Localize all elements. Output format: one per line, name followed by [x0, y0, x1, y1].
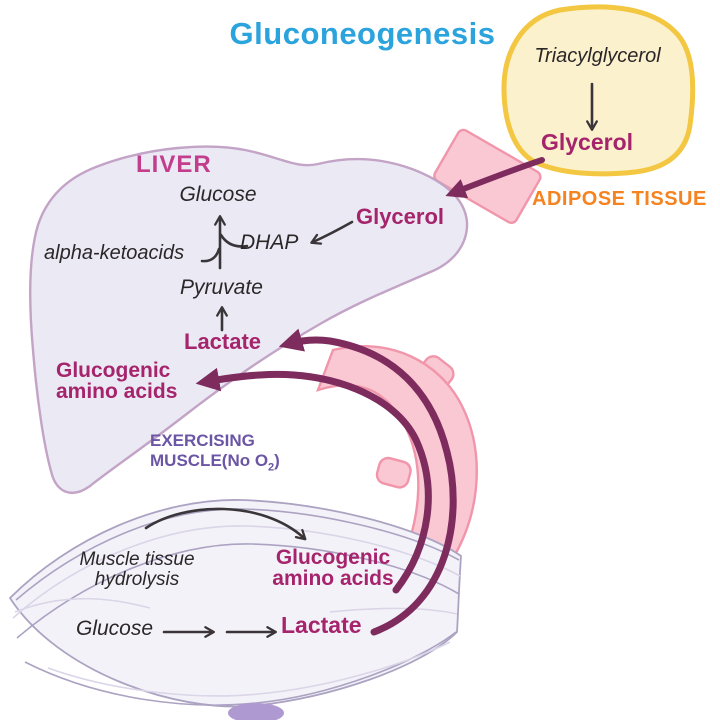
molecule-glucose-liver: Glucose	[179, 183, 257, 206]
arrow-glycerol-to-dhap	[310, 220, 354, 245]
glucogenic-muscle-line2: amino acids	[272, 567, 394, 590]
adipose-shape	[501, 4, 696, 177]
glucogenic-liver-line2: amino acids	[56, 380, 178, 403]
adipose-tissue-label: ADIPOSE TISSUE	[532, 188, 707, 210]
hydrolysis-line1: Muscle tissue	[79, 549, 195, 570]
molecule-dhap: DHAP	[240, 231, 299, 254]
muscle-label-line2-pre: MUSCLE(No O	[150, 451, 269, 470]
hydrolysis-line2: hydrolysis	[94, 569, 180, 590]
molecule-lactate-liver: Lactate	[184, 329, 262, 354]
liver-shape	[28, 145, 469, 494]
molecule-glycerol-adipose: Glycerol	[540, 129, 634, 155]
arrow-branch-dhap	[219, 233, 249, 248]
diagram-title: Gluconeogenesis	[229, 16, 496, 51]
molecule-glycerol-liver: Glycerol	[355, 204, 445, 229]
molecule-alpha-ketoacids: alpha-ketoacids	[44, 242, 185, 264]
arrow-muscle-aminoacids-to-liver	[195, 367, 432, 594]
muscle-label: EXERCISING MUSCLE(No O2)	[150, 431, 280, 477]
muscle-label-line1: EXERCISING	[150, 431, 255, 450]
process-muscle-hydrolysis: Muscle tissue hydrolysis	[57, 550, 217, 590]
blood-vessel-adipose	[433, 128, 542, 224]
muscle-tendon-blob	[228, 703, 284, 720]
molecule-lactate-muscle: Lactate	[281, 612, 362, 638]
molecule-glucogenic-liver: Glucogenic amino acids	[56, 360, 177, 402]
arrow-muscle-lactate-to-liver	[278, 328, 457, 636]
arrow-hydrolysis-to-aminoacids	[144, 507, 307, 541]
muscle-label-line2-post: )	[274, 451, 280, 470]
arrow-adipose-glycerol-to-liver	[445, 157, 545, 199]
molecule-glucogenic-muscle: Glucogenic amino acids	[263, 547, 403, 589]
liver-label: LIVER	[136, 151, 212, 178]
molecule-pyruvate: Pyruvate	[180, 276, 263, 299]
molecule-glucose-muscle: Glucose	[76, 617, 154, 640]
glucogenic-liver-line1: Glucogenic	[56, 359, 171, 382]
molecule-triacylglycerol: Triacylglycerol	[534, 45, 661, 67]
glucogenic-muscle-line1: Glucogenic	[275, 546, 391, 569]
muscle-label-line2: MUSCLE(No O2)	[150, 451, 280, 477]
blood-vessel-muscle	[316, 345, 478, 574]
muscle-shape	[8, 499, 462, 720]
muscle-label-o2-subscript: 2	[268, 461, 275, 474]
arrow-branch-alpha-ketoacids	[200, 247, 221, 263]
